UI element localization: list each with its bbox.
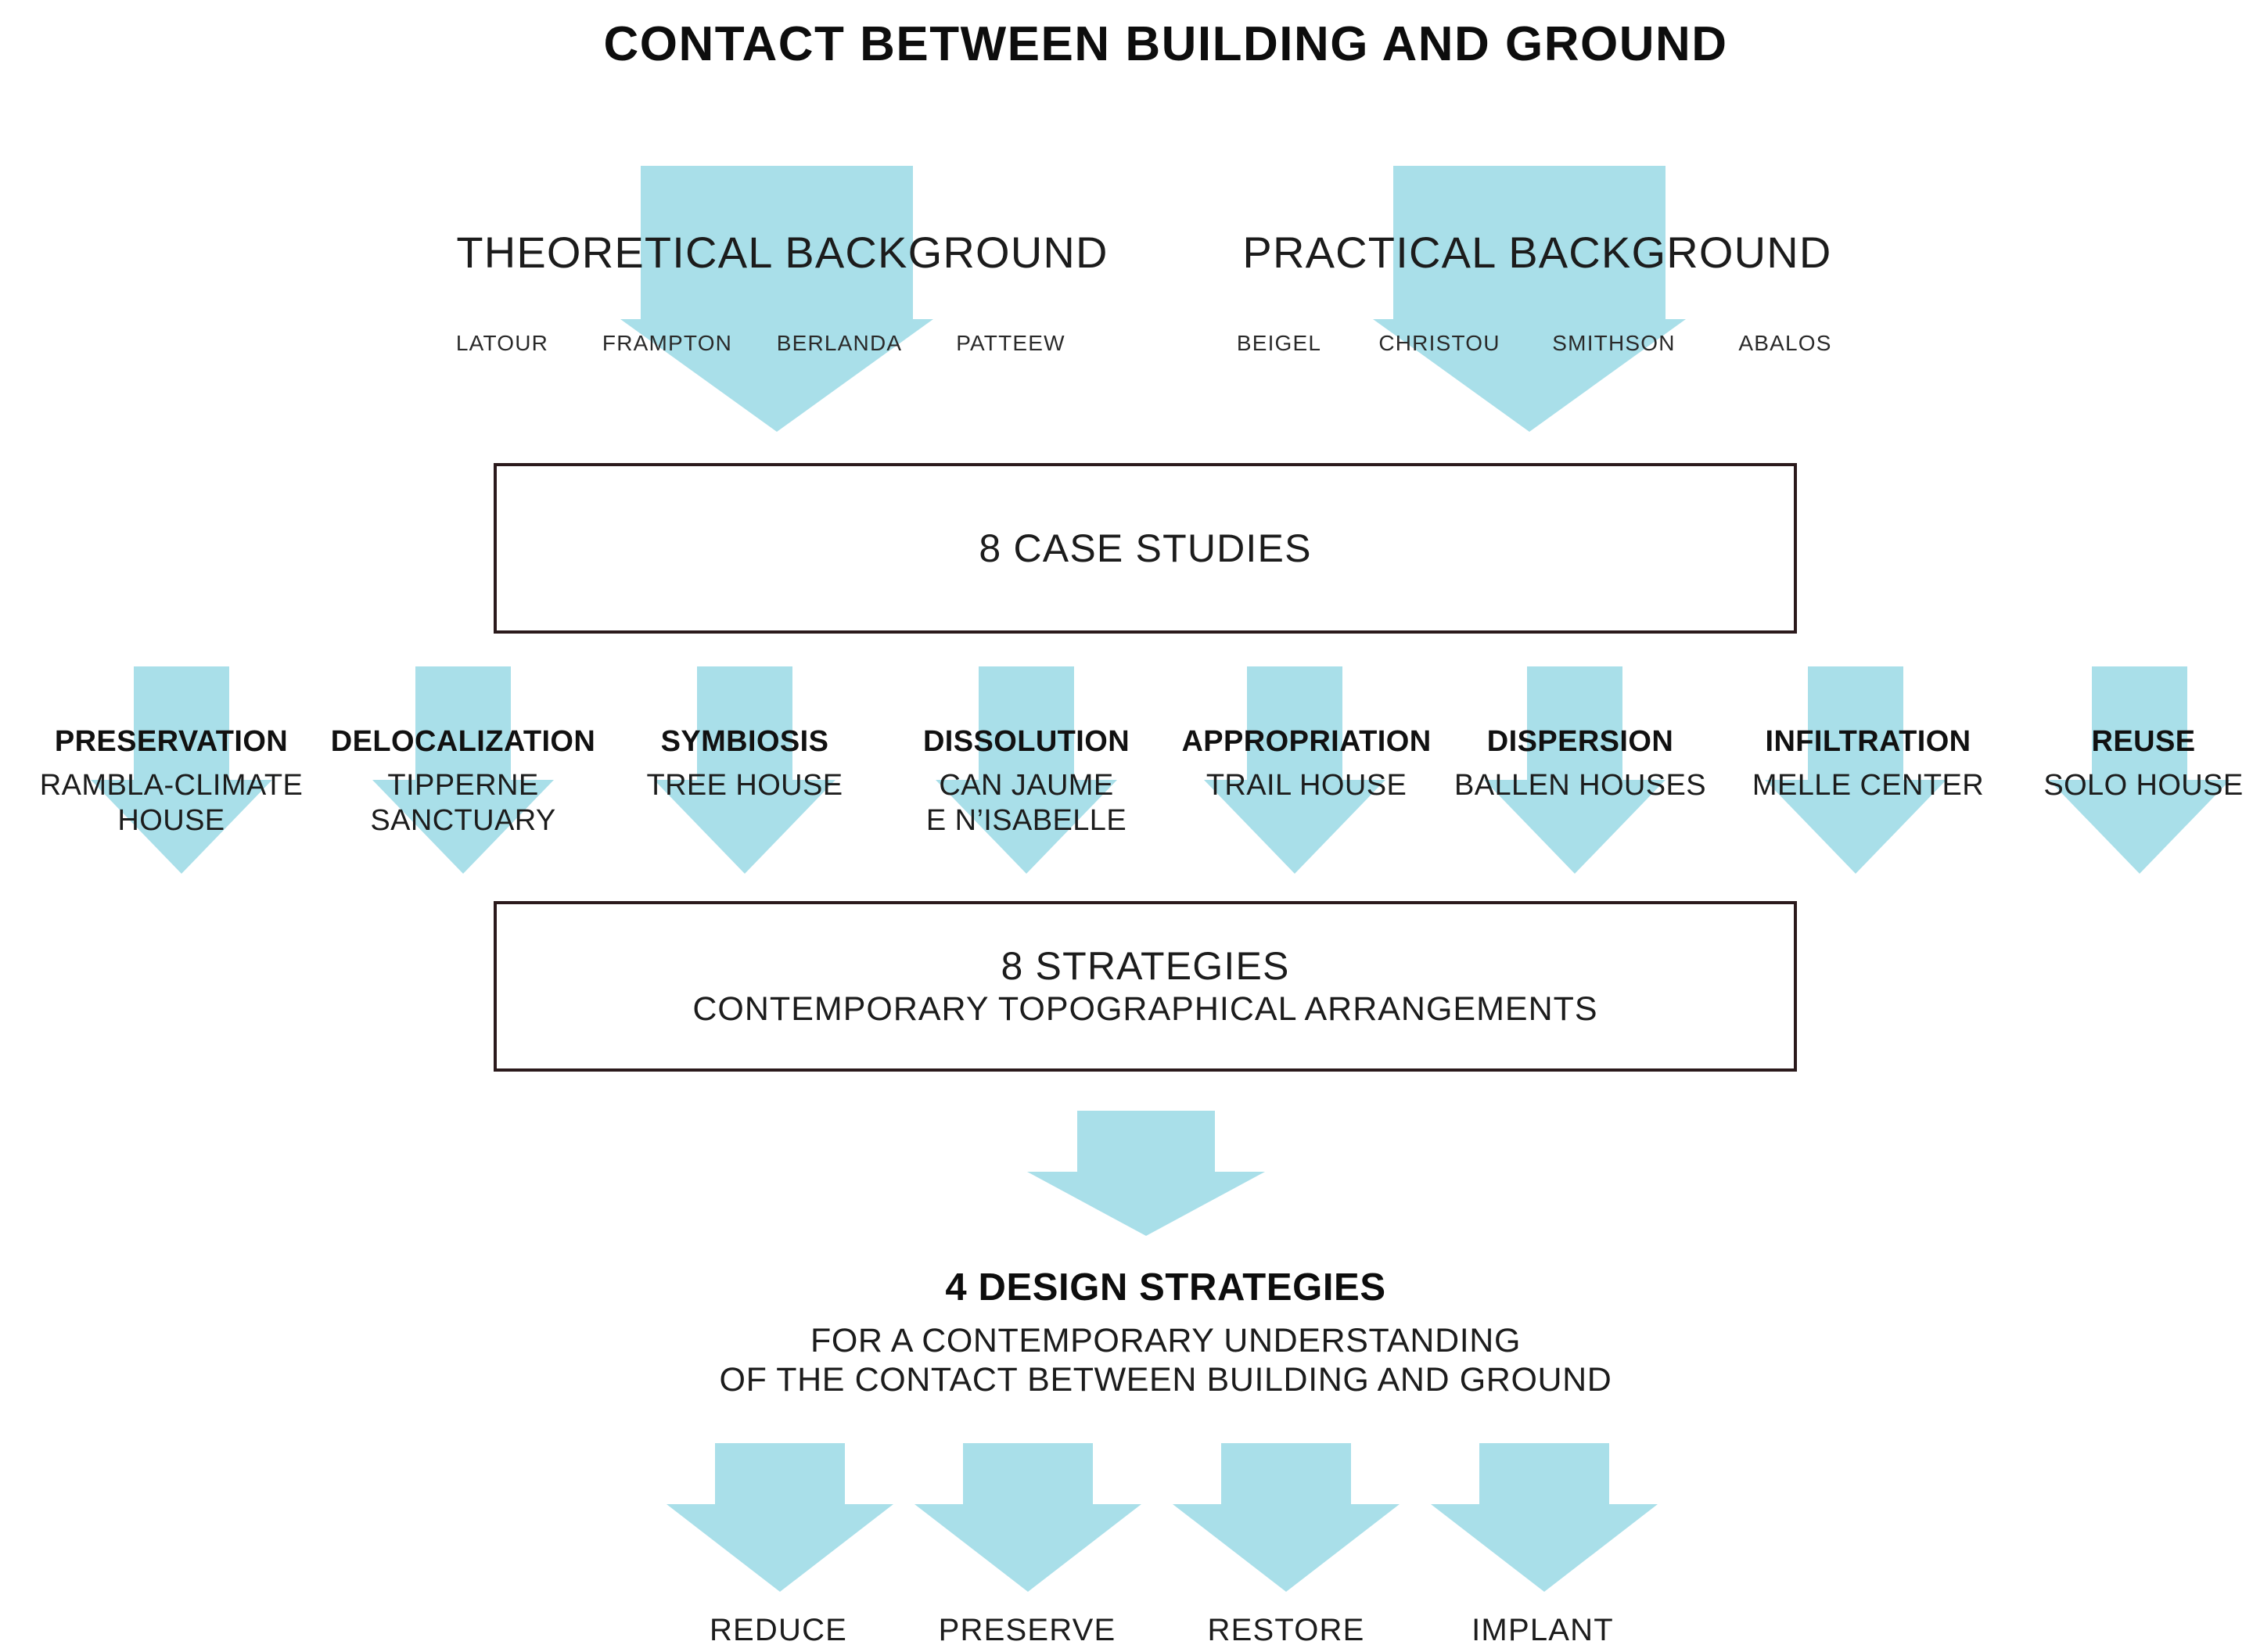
practical-background-arrow	[1373, 166, 1686, 432]
theoretical-background-heading: THEORETICAL BACKGROUND	[456, 228, 1109, 277]
strategy-label-symbiosis: SYMBIOSIS	[660, 725, 829, 758]
outcome-arrow-restore	[1173, 1443, 1400, 1592]
strategy-case-dispersion: BALLEN HOUSES	[1454, 769, 1706, 802]
strategy-label-dispersion: DISPERSION	[1486, 725, 1674, 758]
outcome-label-reduce: REDUCE	[709, 1613, 848, 1647]
case-studies-box: 8 CASE STUDIES	[494, 463, 1797, 634]
strategy-label-appropriation: APPROPRIATION	[1181, 725, 1432, 758]
strategy-label-delocalization: DELOCALIZATION	[330, 725, 596, 758]
strategy-case-infiltration: MELLE CENTER	[1752, 769, 1985, 802]
strategy-arrow-symbiosis	[654, 666, 835, 874]
strategy-label-reuse: REUSE	[2091, 725, 2196, 758]
practical-background-heading: PRACTICAL BACKGROUND	[1242, 228, 1832, 277]
practical-author-smithson: SMITHSON	[1552, 331, 1676, 355]
strategy-label-dissolution: DISSOLUTION	[922, 725, 1130, 758]
practical-author-beigel: BEIGEL	[1236, 331, 1322, 355]
strategies-to-design-arrow	[1027, 1111, 1265, 1236]
page-title: CONTACT BETWEEN BUILDING AND GROUND	[603, 17, 1728, 71]
design-strategies-line1: FOR A CONTEMPORARY UNDERSTANDING	[810, 1322, 1521, 1359]
theoretical-author-frampton: FRAMPTON	[602, 331, 733, 355]
design-strategies-line2: OF THE CONTACT BETWEEN BUILDING AND GROU…	[719, 1361, 1612, 1399]
theoretical-author-patteew: PATTEEW	[956, 331, 1065, 355]
strategy-case-appropriation: TRAIL HOUSE	[1206, 769, 1407, 802]
strategy-arrow-reuse	[2049, 666, 2230, 874]
outcome-label-preserve: PRESERVE	[938, 1613, 1116, 1647]
strategy-label-preservation: PRESERVATION	[54, 725, 289, 758]
theoretical-author-latour: LATOUR	[455, 331, 549, 355]
theoretical-author-berlanda: BERLANDA	[776, 331, 903, 355]
practical-author-abalos: ABALOS	[1738, 331, 1832, 355]
strategy-arrow-delocalization	[372, 666, 554, 874]
strategy-label-infiltration: INFILTRATION	[1765, 725, 1971, 758]
strategies-box-subtitle: CONTEMPORARY TOPOGRAPHICAL ARRANGEMENTS	[692, 990, 1598, 1029]
strategy-arrow-dissolution	[936, 666, 1117, 874]
outcome-label-restore: RESTORE	[1207, 1613, 1365, 1647]
practical-author-christou: CHRISTOU	[1378, 331, 1500, 355]
outcome-label-implant: IMPLANT	[1471, 1613, 1614, 1647]
outcome-arrow-reduce	[667, 1443, 893, 1592]
strategies-box-title: 8 STRATEGIES	[1001, 944, 1290, 989]
design-strategies-title: 4 DESIGN STRATEGIES	[945, 1266, 1386, 1309]
strategy-arrow-infiltration	[1765, 666, 1946, 874]
strategy-arrow-preservation	[91, 666, 272, 874]
theoretical-background-arrow	[620, 166, 933, 432]
case-studies-title: 8 CASE STUDIES	[979, 526, 1312, 570]
strategy-arrow-appropriation	[1204, 666, 1385, 874]
strategy-case-reuse: SOLO HOUSE	[2043, 769, 2244, 802]
strategy-arrow-dispersion	[1484, 666, 1665, 874]
strategy-case-symbiosis: TREE HOUSE	[646, 769, 843, 802]
strategies-box: 8 STRATEGIES CONTEMPORARY TOPOGRAPHICAL …	[494, 901, 1797, 1072]
outcome-arrow-implant	[1431, 1443, 1658, 1592]
outcome-arrow-preserve	[914, 1443, 1141, 1592]
